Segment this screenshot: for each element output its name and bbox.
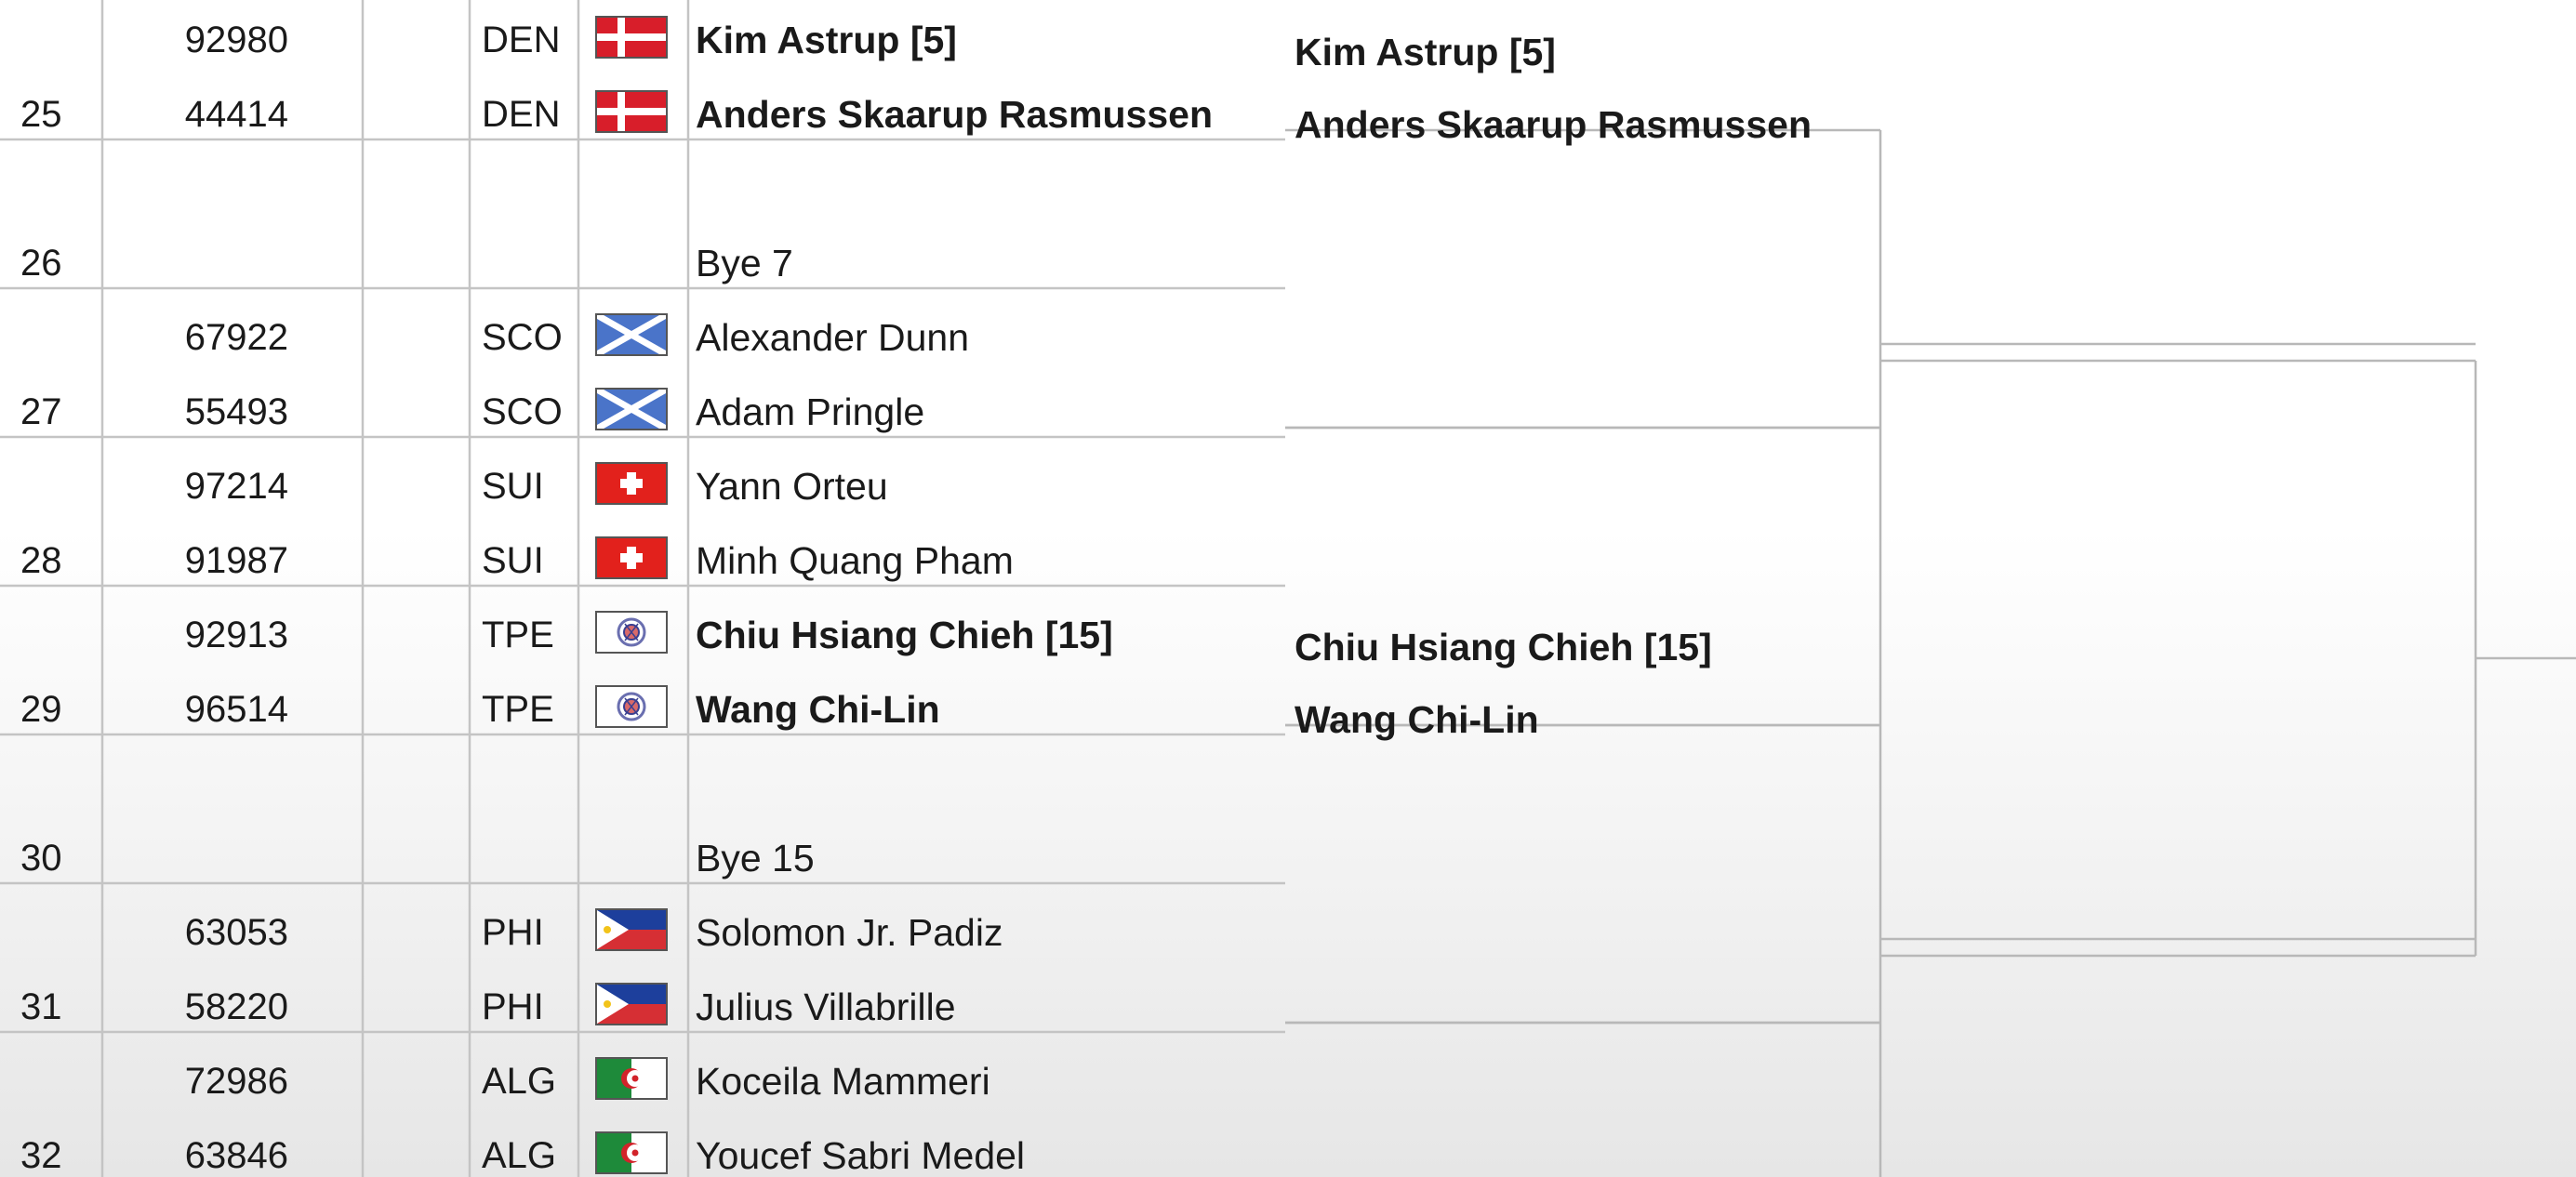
country-code: SUI: [482, 466, 544, 507]
player-name: Wang Chi-Lin: [696, 688, 940, 731]
den-flag-icon: [595, 90, 668, 133]
alg-flag-icon: [595, 1131, 668, 1174]
player-id: 91987: [184, 540, 288, 581]
player-name: Minh Quang Pham: [696, 539, 1014, 582]
draw-position: 25: [20, 94, 62, 135]
player-name: Alexander Dunn: [696, 316, 970, 359]
draw-position: 27: [20, 391, 62, 432]
country-code: ALG: [482, 1061, 557, 1102]
sui-flag-icon: [595, 536, 668, 579]
player-id: 55493: [184, 391, 288, 432]
player-id: 92913: [184, 615, 288, 655]
country-code: TPE: [482, 689, 554, 730]
draw-position: 26: [20, 243, 62, 284]
player-name: Anders Skaarup Rasmussen: [696, 93, 1214, 136]
player-id: 96514: [184, 689, 288, 730]
winner-name: Wang Chi-Lin: [1295, 698, 1539, 741]
player-name: Julius Villabrille: [696, 985, 956, 1028]
player-id: 67922: [184, 317, 288, 358]
country-code: ALG: [482, 1135, 557, 1176]
player-id: 92980: [184, 20, 288, 60]
player-name: Bye 7: [696, 242, 793, 284]
country-code: SCO: [482, 391, 563, 432]
winner-name: Kim Astrup [5]: [1295, 31, 1556, 73]
sui-flag-icon: [595, 462, 668, 505]
player-id: 44414: [184, 94, 288, 135]
player-id: 58220: [184, 986, 288, 1027]
tpe-flag-icon: [595, 611, 668, 654]
draw-position: 31: [20, 986, 62, 1027]
player-name: Youcef Sabri Medel: [696, 1134, 1026, 1177]
country-code: SUI: [482, 540, 544, 581]
country-code: DEN: [482, 94, 561, 135]
draw-position: 29: [20, 689, 62, 730]
winner-name: Chiu Hsiang Chieh [15]: [1295, 626, 1712, 668]
phi-flag-icon: [595, 908, 668, 951]
player-name: Yann Orteu: [696, 465, 888, 508]
sco-flag-icon: [595, 388, 668, 430]
player-id: 97214: [184, 466, 288, 507]
player-name: Bye 15: [696, 837, 815, 879]
player-id: 63053: [184, 912, 288, 953]
player-name: Adam Pringle: [696, 390, 925, 433]
draw-position: 32: [20, 1135, 62, 1176]
draw-position: 28: [20, 540, 62, 581]
country-code: SCO: [482, 317, 563, 358]
country-code: TPE: [482, 615, 554, 655]
phi-flag-icon: [595, 983, 668, 1025]
player-name: Solomon Jr. Padiz: [696, 911, 1003, 954]
draw-position: 30: [20, 838, 62, 879]
country-code: PHI: [482, 912, 544, 953]
sco-flag-icon: [595, 313, 668, 356]
player-name: Kim Astrup [5]: [696, 19, 957, 61]
tpe-flag-icon: [595, 685, 668, 728]
winner-name: Anders Skaarup Rasmussen: [1295, 103, 1812, 146]
country-code: PHI: [482, 986, 544, 1027]
country-code: DEN: [482, 20, 561, 60]
player-id: 72986: [184, 1061, 288, 1102]
player-name: Koceila Mammeri: [696, 1060, 990, 1103]
alg-flag-icon: [595, 1057, 668, 1100]
den-flag-icon: [595, 16, 668, 59]
player-id: 63846: [184, 1135, 288, 1176]
player-name: Chiu Hsiang Chieh [15]: [696, 614, 1113, 656]
